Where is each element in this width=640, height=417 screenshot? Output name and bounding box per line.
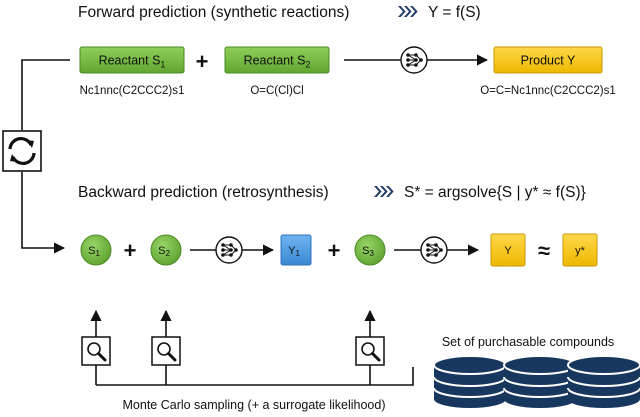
backward-plus-1: + xyxy=(124,238,137,263)
forward-plus: + xyxy=(196,49,209,74)
backward-plus-2: + xyxy=(328,238,341,263)
svg-text:Product Y: Product Y xyxy=(521,54,576,68)
node-y1: Y1 xyxy=(280,234,312,266)
purchasable-compounds-label: Set of purchasable compounds xyxy=(442,335,614,349)
reactant-s1-box: Reactant S1 xyxy=(79,46,185,74)
magnifier-icon xyxy=(354,335,386,367)
product-y-smiles: O=C=Nc1nnc(C2CCC2)s1 xyxy=(480,85,616,97)
left-connector-bottom xyxy=(21,172,66,254)
forward-equation: Y = f(S) xyxy=(428,4,481,21)
node-y: Y xyxy=(490,233,526,267)
svg-text:Reactant S2: Reactant S2 xyxy=(244,54,311,70)
sampling-baseline xyxy=(96,367,414,386)
left-connector-top xyxy=(21,59,70,130)
chevron-right-icon xyxy=(398,6,418,17)
svg-text:Y: Y xyxy=(504,245,512,257)
magnifier-icon xyxy=(80,335,112,367)
node-s3: S3 xyxy=(354,234,386,266)
sampling-label: Monte Carlo sampling (+ a surrogate like… xyxy=(123,398,386,412)
database-icon xyxy=(567,355,640,409)
reactant-s1-smiles: Nc1nnc(C2CCC2)s1 xyxy=(80,85,185,97)
network-icon xyxy=(400,46,428,74)
node-s1: S1 xyxy=(80,234,112,266)
backward-equation: S* = argsolve{S | y* ≈ f(S)} xyxy=(404,184,586,201)
node-y-star: y* xyxy=(562,233,598,267)
svg-text:y*: y* xyxy=(575,245,586,257)
svg-text:Reactant S1: Reactant S1 xyxy=(99,54,166,70)
database-icon xyxy=(433,355,507,409)
node-s2: S2 xyxy=(150,234,182,266)
svg-text:Y1: Y1 xyxy=(288,245,300,258)
cycle-icon xyxy=(2,130,42,172)
database-icon xyxy=(503,355,577,409)
network-icon xyxy=(420,236,448,264)
approx-symbol: ≈ xyxy=(538,238,550,263)
network-icon xyxy=(215,236,243,264)
backward-title: Backward prediction (retrosynthesis) xyxy=(78,184,329,201)
reactant-s2-box: Reactant S2 xyxy=(224,46,330,74)
product-y-box: Product Y xyxy=(493,46,603,74)
chevron-right-icon xyxy=(374,186,394,197)
svg-text:S2: S2 xyxy=(158,245,170,258)
forward-title: Forward prediction (synthetic reactions) xyxy=(78,4,349,21)
svg-text:S1: S1 xyxy=(88,245,100,258)
svg-text:S3: S3 xyxy=(362,245,374,258)
reactant-s2-smiles: O=C(Cl)Cl xyxy=(250,85,303,97)
magnifier-icon xyxy=(150,335,182,367)
